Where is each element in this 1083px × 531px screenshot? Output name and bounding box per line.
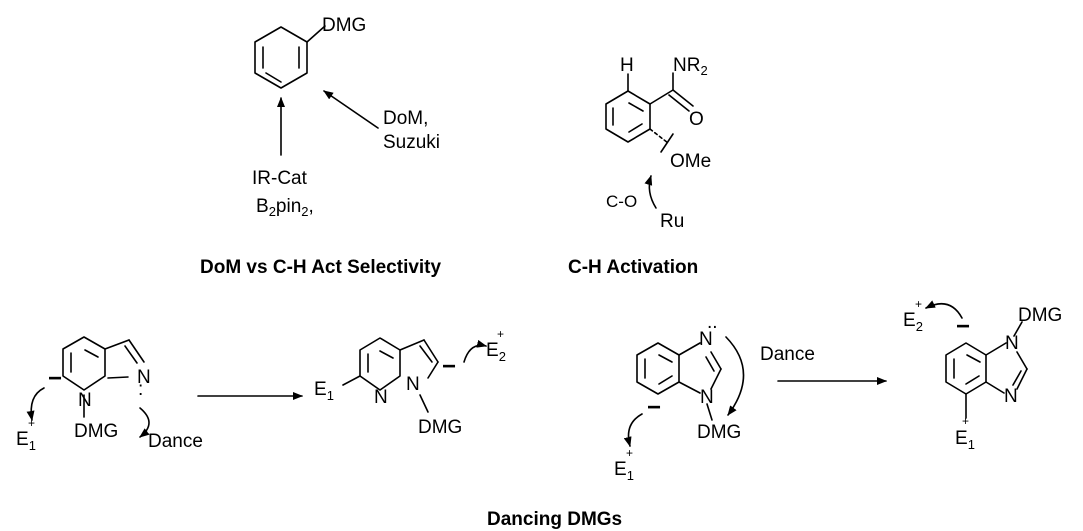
ru-label: Ru bbox=[660, 211, 684, 232]
carbanion-3: − bbox=[647, 394, 661, 421]
e2-label-4: E2 bbox=[903, 310, 923, 334]
carbanion-1: − bbox=[48, 365, 62, 392]
selectivity-caption: DoM vs C-H Act Selectivity bbox=[200, 257, 442, 278]
dance-arrow-3 bbox=[725, 336, 745, 416]
dancing-caption: Dancing DMGs bbox=[487, 509, 622, 530]
e2-plus-4: + bbox=[915, 297, 922, 311]
azaindole-1 bbox=[62, 336, 145, 418]
h-label: H bbox=[620, 55, 634, 76]
e1-plus-1: + bbox=[28, 416, 35, 430]
dom-arrow bbox=[323, 90, 379, 129]
selectivity-panel: DMG DoM, Suzuki IR-Cat B2pin2, DoM vs C-… bbox=[200, 15, 442, 278]
e2-label-2: E2 bbox=[486, 340, 506, 364]
cleave-mark bbox=[660, 133, 674, 153]
electrophile-arrow-4 bbox=[925, 300, 963, 319]
benzamide-ring bbox=[605, 72, 694, 144]
n-label-1b: N bbox=[137, 367, 151, 388]
dance-arrow-1 bbox=[139, 407, 150, 438]
n-label-3a: N bbox=[699, 329, 713, 350]
electrophile-arrow-1 bbox=[26, 387, 45, 421]
e1-label-2: E1 bbox=[314, 379, 334, 403]
electrophile-arrow-3 bbox=[623, 413, 643, 447]
lone-pair-1: : bbox=[138, 379, 143, 400]
n-label-1a: N bbox=[78, 390, 92, 411]
dance-label-1: Dance bbox=[148, 431, 203, 452]
n-label-4b: N bbox=[1004, 386, 1018, 407]
lone-pair-3: .. bbox=[707, 312, 718, 333]
benzene-ring bbox=[254, 25, 326, 89]
n-label-4a: N bbox=[1005, 333, 1019, 354]
benzimidazole-2 bbox=[945, 321, 1028, 419]
e1-label-3: E1 bbox=[614, 459, 634, 483]
e1-plus-4: + bbox=[962, 414, 969, 428]
carbanion-4: − bbox=[956, 313, 970, 340]
n-label-2a: N bbox=[374, 387, 388, 408]
dancing-panel: N N DMG : − E1 + Dance N N E1 DMG − E2 + bbox=[16, 297, 1062, 530]
dmg-label-3: DMG bbox=[697, 422, 741, 443]
dmg-label-2: DMG bbox=[418, 417, 462, 438]
carbonyl-o-label: O bbox=[689, 109, 704, 130]
b2pin2-label: B2pin2, bbox=[256, 196, 314, 219]
carbanion-2: − bbox=[442, 353, 456, 380]
activation-panel: H NR2 O OMe C-O Ru C-H Activation bbox=[568, 55, 711, 278]
azaindole-2 bbox=[342, 337, 439, 413]
suzuki-label: Suzuki bbox=[383, 132, 440, 153]
co-label: C-O bbox=[606, 192, 637, 211]
electrophile-arrow-2 bbox=[463, 339, 487, 363]
e1-plus-3: + bbox=[626, 446, 633, 460]
dmg-label-4: DMG bbox=[1018, 305, 1062, 326]
n-label-3b: N bbox=[700, 387, 714, 408]
dom-label: DoM, bbox=[383, 108, 428, 129]
dmg-label-1: DMG bbox=[74, 421, 118, 442]
benzimidazole-1 bbox=[636, 342, 722, 421]
nr2-label: NR2 bbox=[673, 55, 708, 78]
dance-label-3: Dance bbox=[760, 344, 815, 365]
ru-attack-arrow bbox=[644, 175, 657, 209]
ome-label: OMe bbox=[670, 151, 711, 172]
activation-caption: C-H Activation bbox=[568, 257, 698, 278]
e1-label-1: E1 bbox=[16, 429, 36, 453]
e2-plus-2: + bbox=[497, 327, 504, 341]
n-label-2b: N bbox=[406, 374, 420, 395]
dmg-label: DMG bbox=[322, 15, 366, 36]
ir-cat-label: IR-Cat bbox=[252, 168, 308, 189]
e1-label-4: E1 bbox=[955, 428, 975, 452]
